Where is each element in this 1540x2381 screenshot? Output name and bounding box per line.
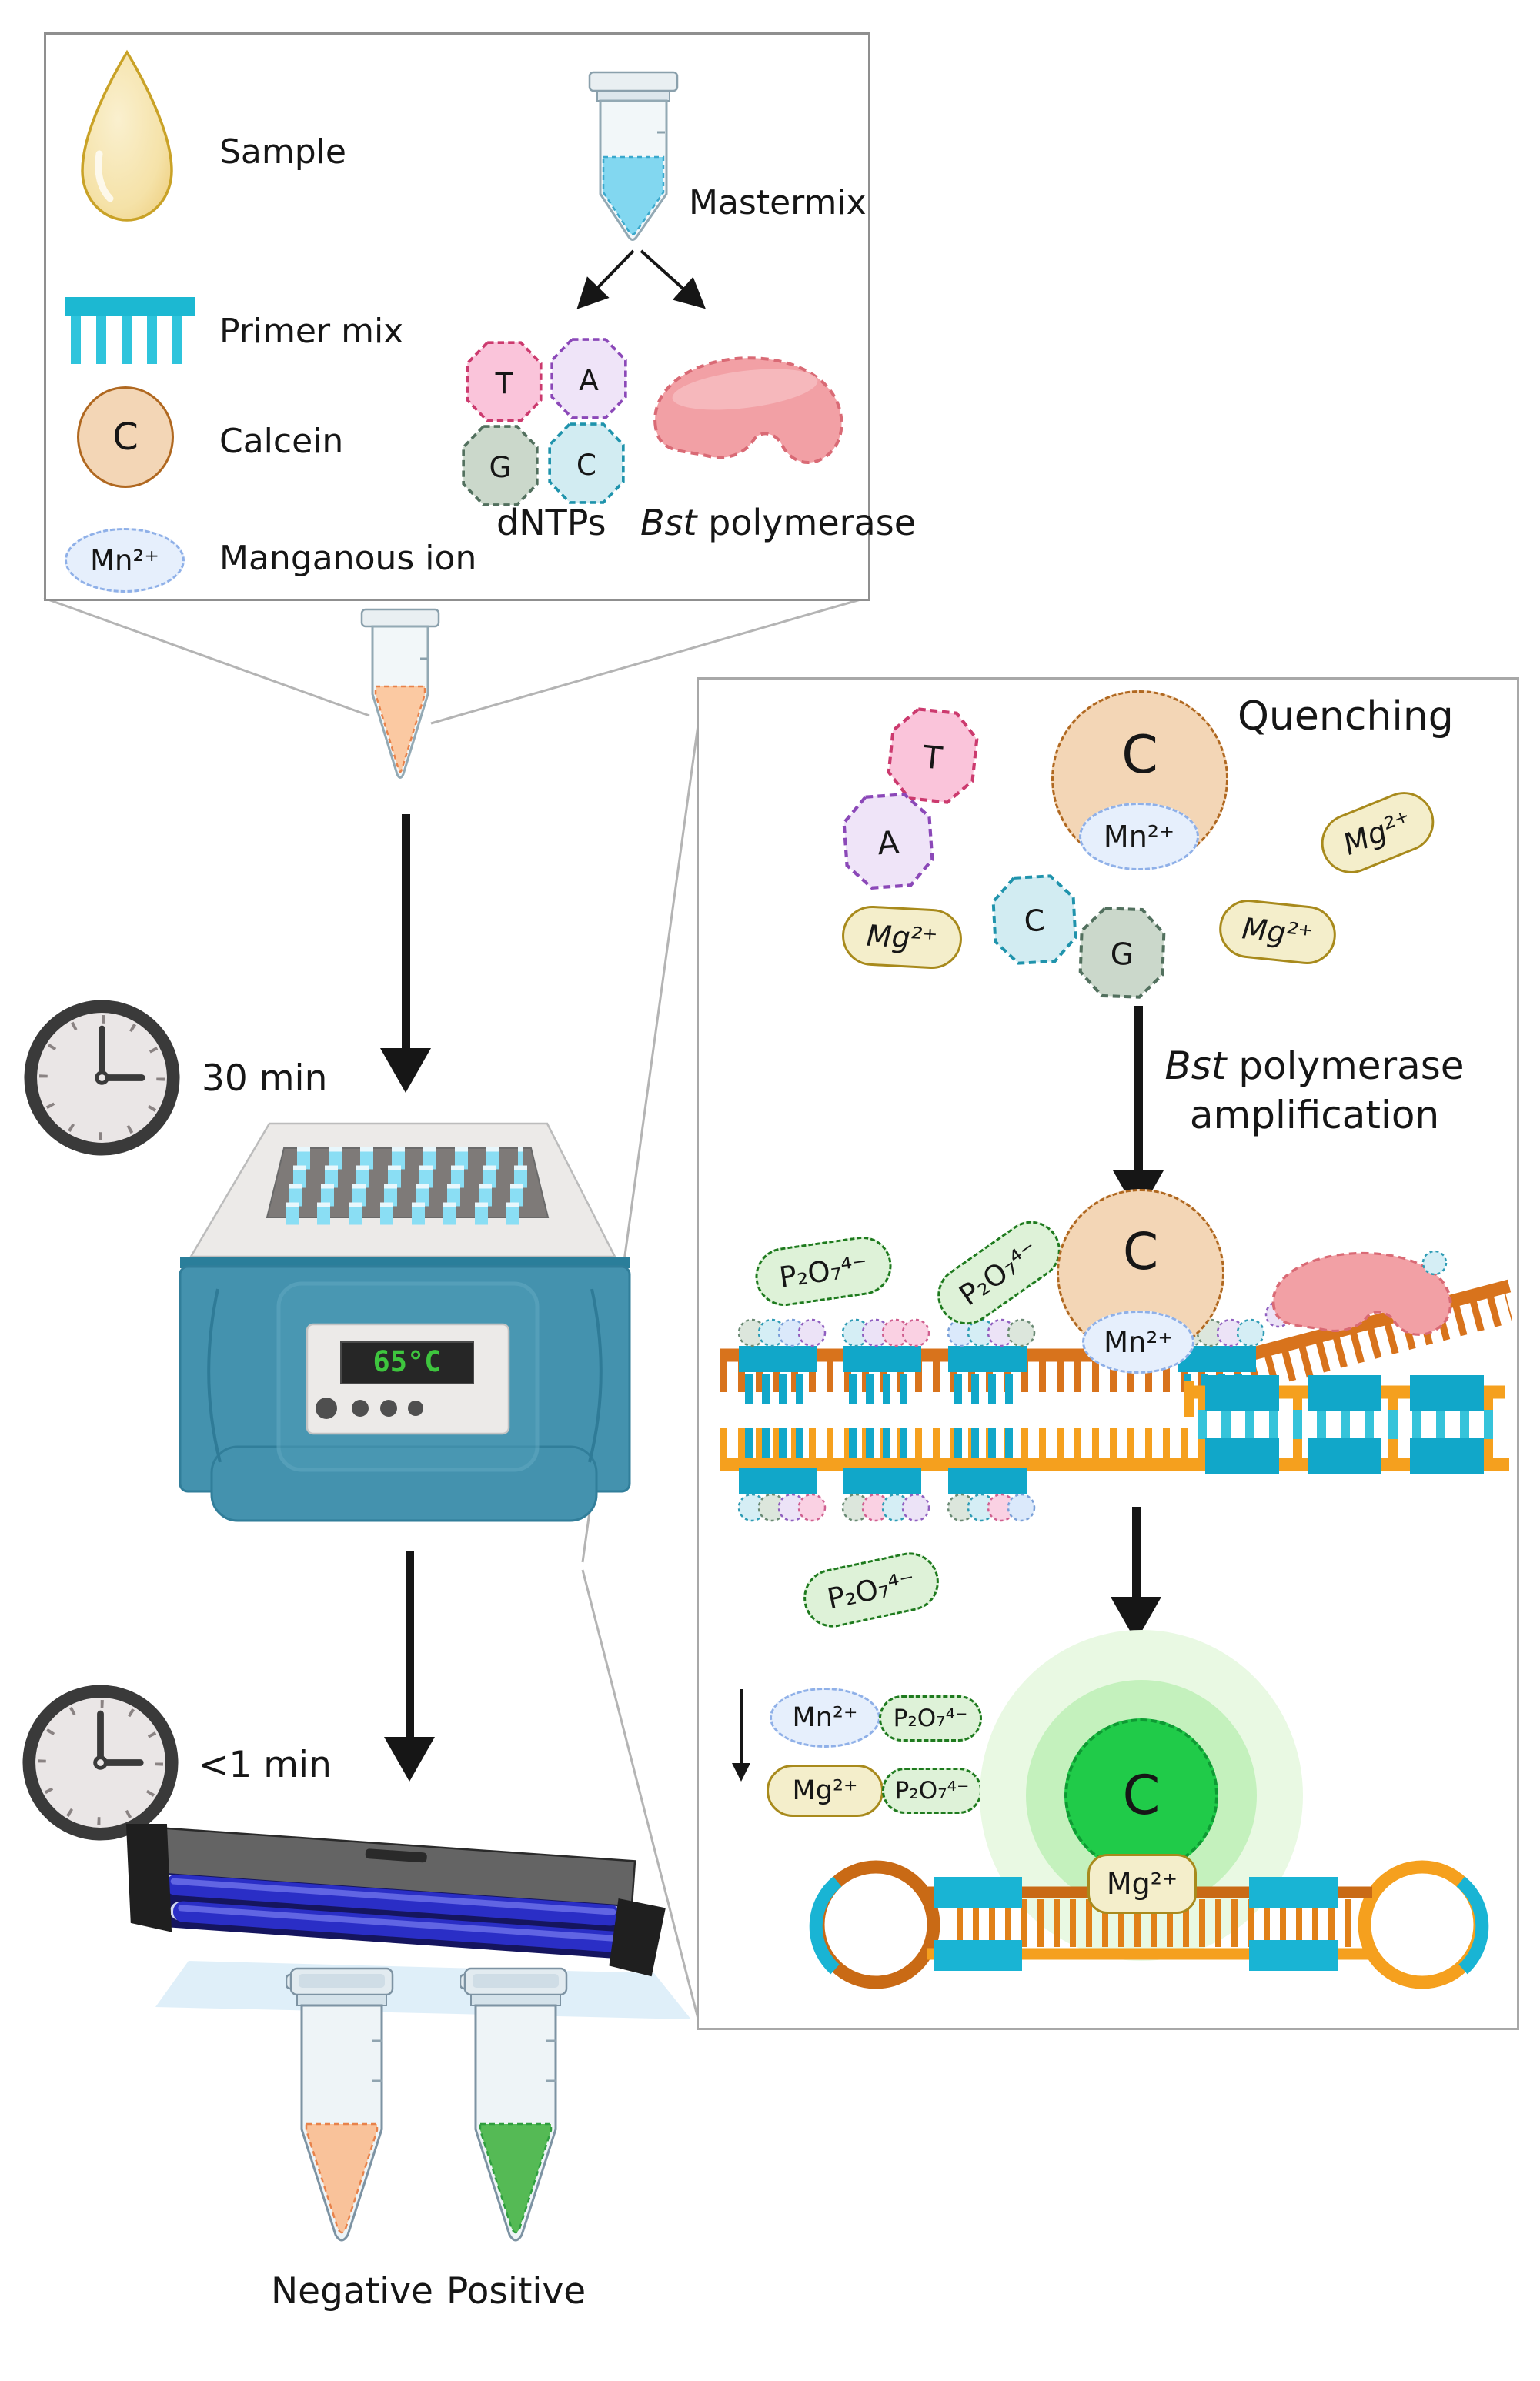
sample-droplet-icon [81, 49, 173, 222]
mechanism-panel: Quenching T A C Mn²⁺ Mg²⁺ C G Mg²⁺ [697, 677, 1519, 2030]
svg-text:A: A [579, 363, 599, 397]
quench-mg-ion-1: Mg²⁺ [1311, 783, 1444, 883]
control-button [380, 1400, 397, 1417]
calcein-letter: C [112, 416, 139, 459]
arrow-fluorescence [1111, 1507, 1161, 1641]
amplification-step-label: Bst polymerase amplification [1164, 1044, 1465, 1137]
calcein-bound-mg: Mg²⁺ [1087, 1854, 1197, 1914]
fluor-mg-ion: Mg²⁺ [767, 1765, 884, 1817]
svg-text:T: T [920, 738, 944, 776]
annealed-primer [947, 1428, 1036, 1522]
bst-polymerase-label: Bst polymerase [640, 502, 916, 543]
control-button [352, 1400, 369, 1417]
calcein-legend-icon: C [77, 386, 174, 488]
quench-mn-ion: Mn²⁺ [1079, 803, 1199, 870]
fluorescent-calcein: C [1064, 1718, 1218, 1872]
amp-mn-ion: Mn²⁺ [1082, 1311, 1194, 1374]
dntp-octagon-t: T [466, 341, 543, 422]
quench-octagon-g: G [1078, 907, 1166, 999]
quench-octagon-a: A [842, 793, 934, 890]
readout-time-label: <1 min [199, 1744, 332, 1786]
quench-mg-ion-2: Mg²⁺ [840, 903, 964, 971]
annealed-primer [841, 1428, 930, 1522]
quench-octagon-c: C [991, 874, 1077, 965]
svg-text:G: G [489, 450, 512, 484]
ion-exchange-arrow [730, 1689, 753, 1782]
bst-polymerase-icon [653, 356, 843, 464]
mastermix-split-arrows [576, 249, 706, 309]
quenching-title: Quenching [1238, 693, 1454, 740]
fluor-pyrophosphate-2: P₂O₇⁴⁻ [882, 1768, 982, 1814]
positive-tube [460, 1967, 568, 2242]
temperature-display [340, 1341, 474, 1384]
svg-text:C: C [576, 448, 596, 482]
temperature-value: 65°C [372, 1345, 441, 1378]
bst-polymerase-blob [1271, 1251, 1452, 1336]
dumbbell-amplicon [809, 1860, 1489, 1989]
bst-rest: polymerase [697, 502, 917, 543]
uv-lamp [125, 1824, 691, 2019]
svg-text:T: T [495, 366, 513, 400]
dntp-octagon-a: A [550, 338, 627, 419]
negative-liquid [305, 2122, 379, 2234]
positive-label: Positive [446, 2270, 586, 2313]
svg-text:G: G [1110, 937, 1134, 973]
annealed-primer [737, 1428, 827, 1522]
amplification-dna-scene [720, 1250, 1512, 1522]
svg-text:A: A [876, 823, 900, 862]
arrow-to-heat-block [380, 814, 431, 1093]
heat-block: 65°C [179, 1122, 631, 1522]
manganous-ion-label: Manganous ion [219, 539, 477, 578]
sample-label: Sample [219, 132, 346, 172]
clock-1min-icon [22, 1685, 179, 1841]
bst-italic: Bst [640, 502, 697, 543]
dntp-octagon-c: C [548, 422, 625, 504]
svg-text:C: C [1024, 903, 1046, 939]
negative-label: Negative [271, 2270, 433, 2313]
annealed-primer [947, 1318, 1036, 1404]
arrow-to-uv-lamp [384, 1551, 435, 1782]
fluor-pyrophosphate-1: P₂O₇⁴⁻ [879, 1695, 982, 1742]
primer-mix-label: Primer mix [219, 312, 404, 351]
positive-liquid [479, 2122, 553, 2234]
annealed-primer [737, 1318, 827, 1404]
mn-ion-text: Mn²⁺ [90, 543, 159, 577]
clock-30min-icon [24, 1000, 180, 1156]
quench-calcein-letter: C [1121, 725, 1158, 786]
control-button [408, 1401, 423, 1416]
negative-tube [286, 1967, 394, 2242]
dntps-label: dNTPs [496, 502, 606, 543]
primer-mix-icon [65, 297, 195, 364]
control-button [316, 1398, 337, 1419]
incubation-time-label: 30 min [202, 1057, 328, 1100]
quench-octagon-t: T [887, 707, 979, 804]
reaction-tube-icon [360, 608, 440, 779]
manganous-ion-icon: Mn²⁺ [65, 528, 185, 593]
calcein-label: Calcein [219, 422, 344, 461]
fluor-mn-ion: Mn²⁺ [770, 1688, 880, 1748]
mastermix-tube-icon [588, 71, 679, 241]
dntp-octagon-g: G [462, 425, 539, 506]
annealed-primer [841, 1318, 930, 1404]
uv-glow [155, 1961, 691, 2019]
mastermix-label: Mastermix [689, 183, 867, 222]
quench-mg-ion-3: Mg²⁺ [1216, 897, 1339, 967]
